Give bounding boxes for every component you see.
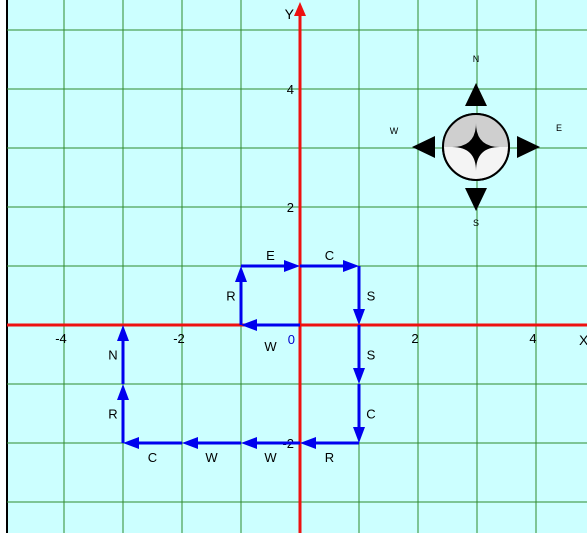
path-step-label: R [325, 450, 334, 465]
x-tick-label: 2 [411, 331, 418, 346]
compass-west-arrow [412, 136, 435, 158]
path-arrowhead [241, 437, 257, 449]
path-step-label: C [366, 407, 375, 422]
path-step-label: E [266, 248, 275, 263]
compass-rose: N S E W [390, 54, 562, 228]
path-arrowhead [353, 309, 365, 325]
path-step-label: S [367, 289, 376, 304]
x-axis-label: X [579, 332, 587, 348]
path-step-label: R [226, 289, 235, 304]
path-step-label: C [148, 450, 157, 465]
y-tick-label: 2 [287, 200, 294, 215]
path-arrowhead [117, 384, 129, 400]
path-arrowhead [235, 266, 247, 282]
path-arrowhead [123, 437, 139, 449]
path-step-label: W [205, 450, 218, 465]
y-axis-arrowhead [294, 2, 306, 16]
path-arrowhead [182, 437, 198, 449]
compass-label-e: E [556, 123, 562, 133]
direction-path: W R E C S S C R W W C R N [108, 248, 375, 465]
x-tick-label: -4 [55, 331, 67, 346]
path-arrowhead [353, 368, 365, 384]
compass-ring-shade [443, 114, 476, 147]
compass-ring-outline [442, 113, 510, 181]
path-step-label: R [108, 407, 117, 422]
compass-east-arrow [517, 136, 540, 158]
path-arrowhead [353, 427, 365, 443]
path-step-label: N [108, 348, 117, 363]
compass-label-n: N [473, 54, 480, 64]
y-tick-label: 4 [287, 82, 294, 97]
compass-north-arrow [465, 83, 487, 106]
path-step-label: W [264, 339, 277, 354]
compass-ring-shade [476, 114, 509, 147]
compass-south-arrow [465, 188, 487, 211]
path-arrowhead [343, 260, 359, 272]
x-tick-label: 4 [529, 331, 536, 346]
x-tick-label: -2 [173, 331, 185, 346]
path-step-label: C [325, 248, 334, 263]
path-arrowhead [300, 437, 316, 449]
path-arrowhead [117, 325, 129, 341]
path-arrowhead [241, 319, 257, 331]
origin-label: 0 [288, 332, 295, 347]
path-arrowhead [284, 260, 300, 272]
path-step-label: S [367, 348, 376, 363]
compass-star-icon [452, 123, 500, 171]
path-step-label: W [264, 450, 277, 465]
compass-label-w: W [390, 126, 399, 136]
y-axis-label: Y [285, 6, 295, 22]
compass-label-s: S [473, 218, 479, 228]
